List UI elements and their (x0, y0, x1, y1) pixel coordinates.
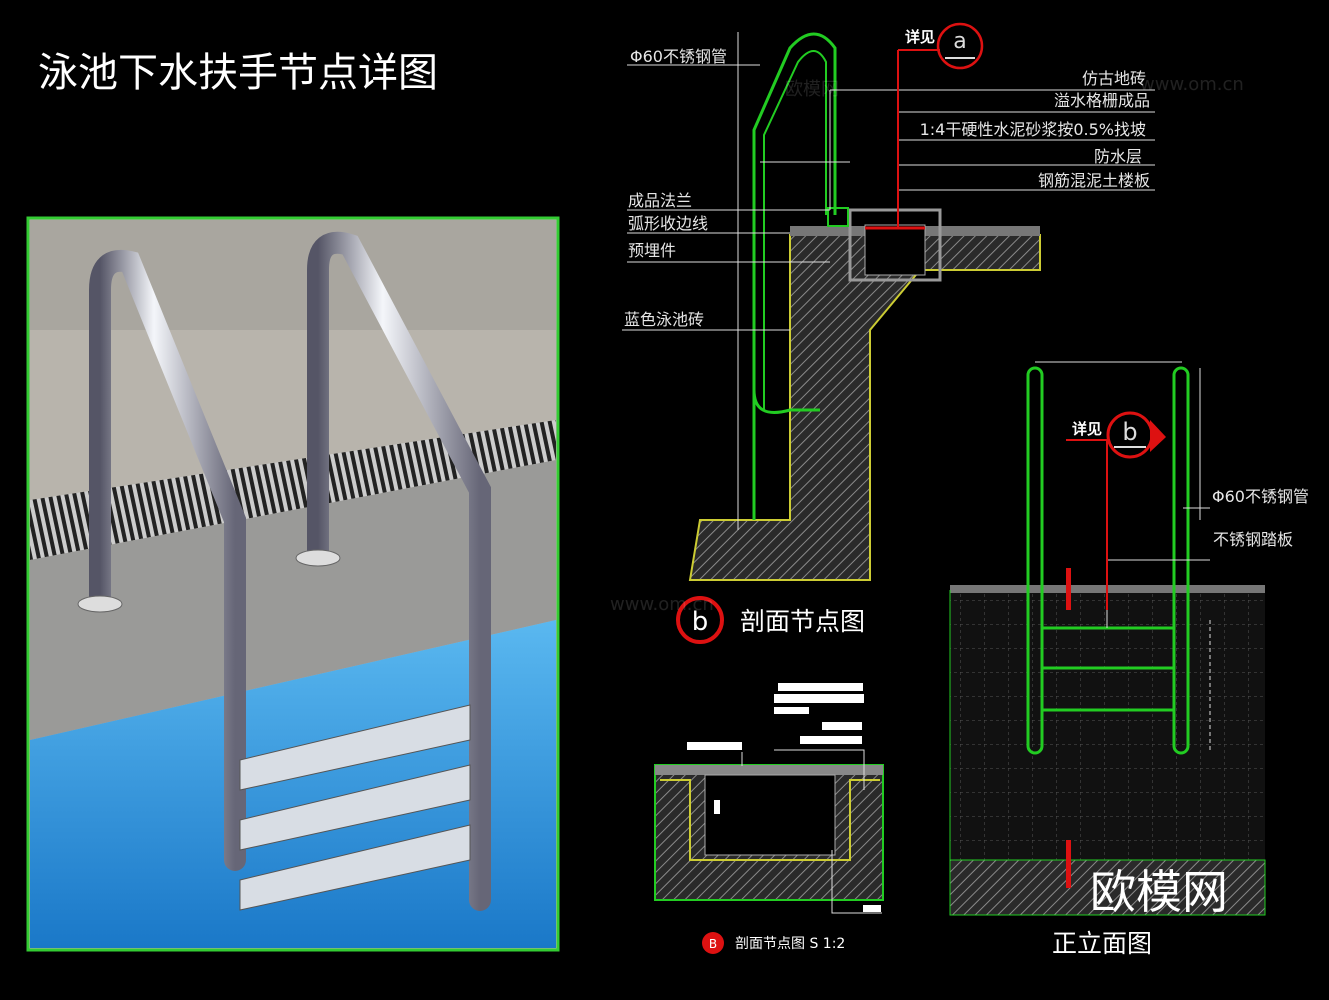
label-flange: 成品法兰 (628, 191, 692, 210)
trench-detail (654, 683, 884, 914)
label-pool-tile: 蓝色泳池砖 (624, 310, 704, 329)
svg-text:b: b (692, 607, 709, 637)
label-overflow-grate: 溢水格栅成品 (1054, 91, 1150, 110)
watermark-logo-faint: 欧模网 (785, 79, 839, 100)
watermark-logo: 欧模网 (1090, 865, 1228, 919)
ref-prefix-a: 详见 (905, 28, 935, 46)
label-elevation-pipe: Φ60不锈钢管 (1212, 487, 1309, 506)
watermark-url-faint: www.om.cn (1140, 74, 1244, 95)
section-caption: 剖面节点图 (740, 607, 865, 636)
ref-prefix-b: 详见 (1072, 420, 1102, 438)
ref-bubble-a: a (936, 22, 984, 70)
watermark-url-faint: www.om.cn (610, 594, 714, 615)
ref-bubble-b: b (1106, 411, 1166, 459)
front-elevation (949, 361, 1266, 916)
ladder-photo (26, 216, 560, 952)
label-waterproof: 防水层 (1094, 147, 1142, 166)
label-edge-trim: 弧形收边线 (628, 214, 708, 233)
label-antique-tile: 仿古地砖 (1082, 69, 1146, 88)
svg-text:B: B (709, 937, 717, 951)
svg-text:a: a (953, 29, 966, 54)
page-title: 泳池下水扶手节点详图 (38, 50, 438, 96)
label-pipe: Φ60不锈钢管 (630, 47, 727, 66)
detail-caption: 剖面节点图 S 1:2 (735, 936, 845, 952)
section-caption-bubble: b (676, 596, 724, 644)
label-mortar: 1:4干硬性水泥砂浆按0.5%找坡 (920, 120, 1146, 139)
svg-text:b: b (1122, 418, 1137, 446)
elevation-caption: 正立面图 (1052, 929, 1152, 958)
label-embedded-part: 预埋件 (628, 241, 676, 260)
detail-caption-bubble: B (702, 932, 724, 954)
label-concrete-slab: 钢筋混泥土楼板 (1038, 171, 1150, 190)
label-step-plate: 不锈钢踏板 (1213, 530, 1293, 549)
section-detail (622, 32, 1155, 581)
